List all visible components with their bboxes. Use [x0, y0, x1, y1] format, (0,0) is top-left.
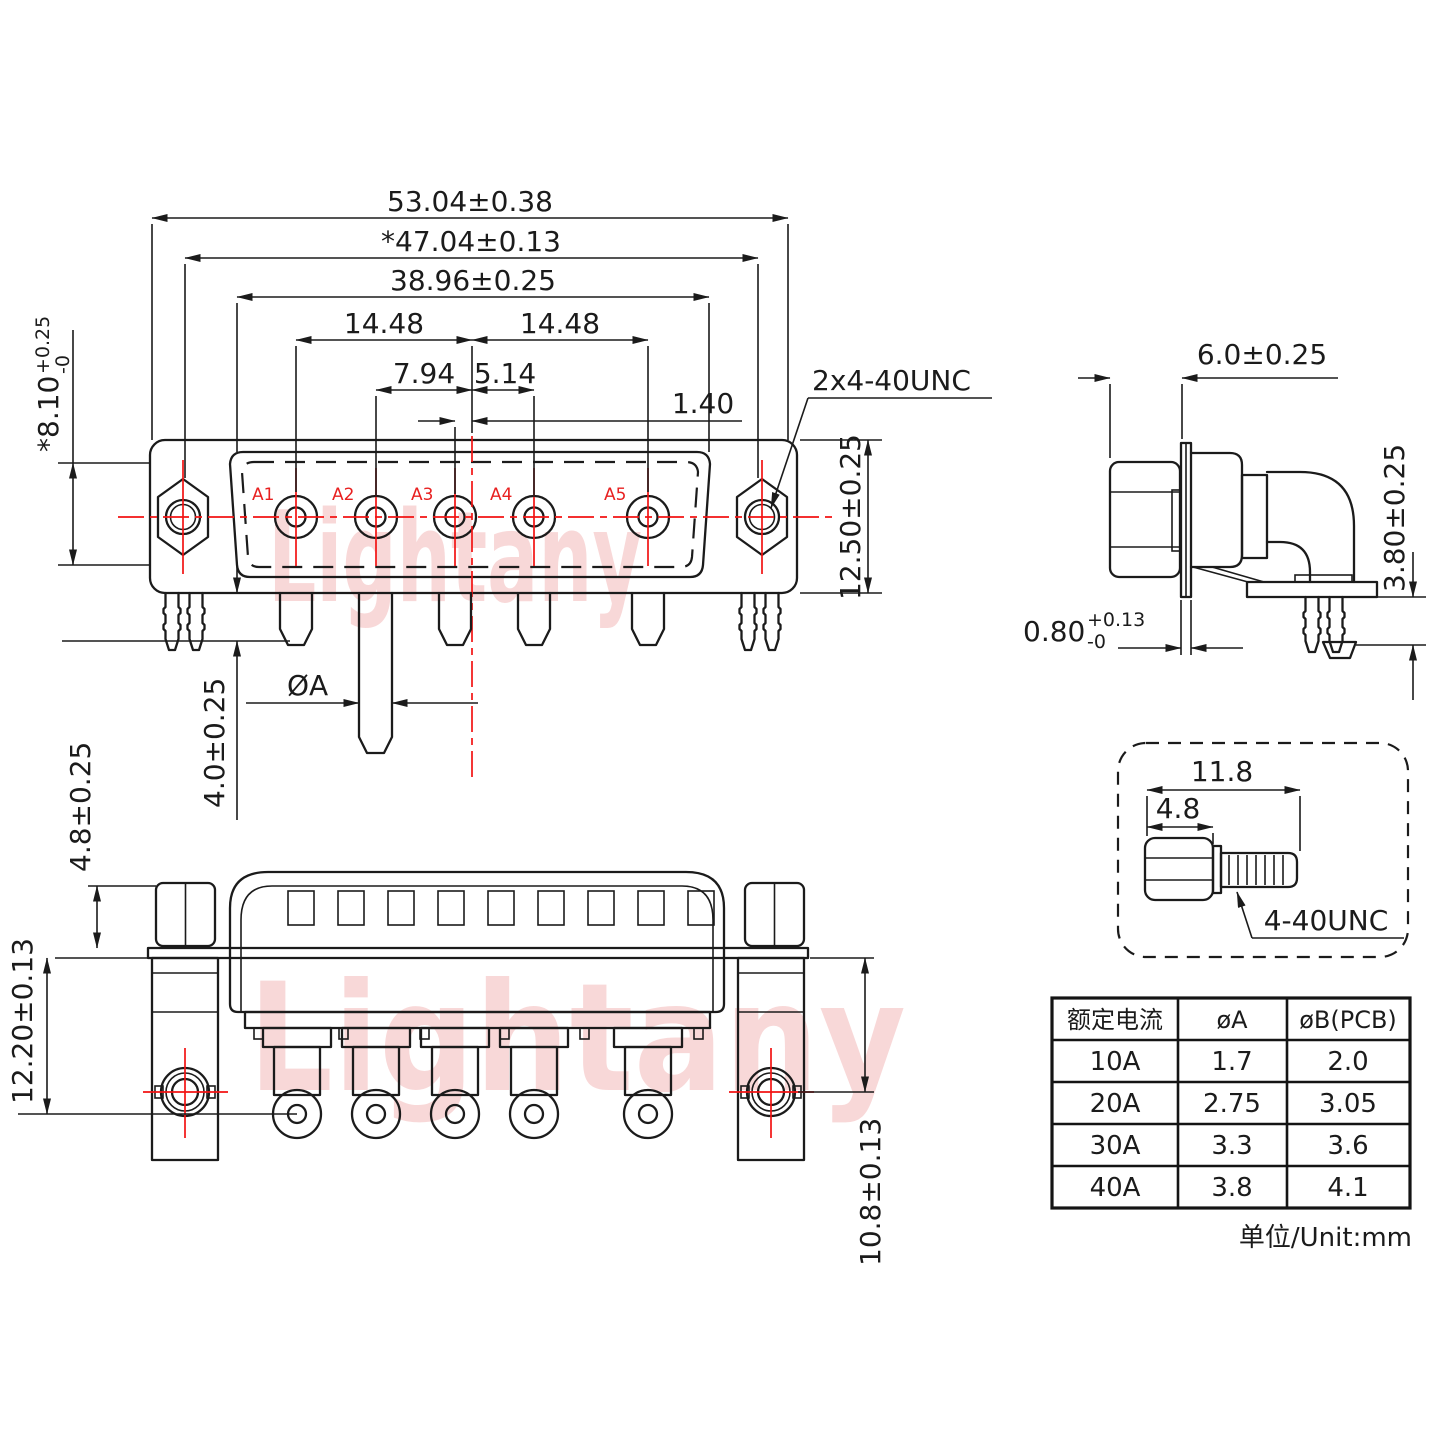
svg-text:10A: 10A [1090, 1047, 1141, 1077]
bottom-bracket-left [143, 956, 228, 1162]
side-view: 6.0±0.25 3.80±0.25 0.80 +0.13 -0 [1023, 338, 1426, 700]
table-row-40a: 40A 3.8 4.1 [1090, 1173, 1369, 1203]
spec-table: 额定电流 øA øB(PCB) 10A 1.7 2.0 20A 2.75 3.0… [1050, 996, 1412, 1253]
bottom-bracket-right [729, 956, 814, 1162]
svg-text:10.8±0.13: 10.8±0.13 [854, 1118, 887, 1266]
front-pins [162, 591, 782, 755]
side-elbow-outer [1265, 470, 1356, 584]
dim-pin-offset: 3.80±0.25 [1378, 444, 1411, 592]
bottom-teeth [287, 890, 715, 926]
dim-bracket-height: 12.20±0.13 [6, 938, 39, 1104]
svg-text:-0: -0 [1087, 631, 1106, 653]
table-header-dia-a: øA [1216, 1006, 1248, 1034]
bottom-pins [261, 1026, 684, 1140]
svg-text:12.50±0.25: 12.50±0.25 [834, 434, 867, 600]
table-column-lines [1176, 998, 1289, 1208]
svg-text:3.6: 3.6 [1327, 1131, 1368, 1161]
screw-thread-label: 4-40UNC [1264, 904, 1389, 937]
side-dimension-lines [1078, 374, 1417, 700]
bottom-mount-plate [146, 946, 810, 960]
dim-pin-tail: 4.0±0.25 [198, 678, 231, 808]
table-border [1050, 996, 1412, 1210]
dim-a2-offset: 7.94 [393, 357, 455, 390]
dim-thread-callout: 2x4-40UNC [812, 364, 971, 397]
dim-screw-head-length: 4.8 [1156, 792, 1201, 825]
dim-pitch-left: 14.48 [344, 307, 424, 340]
screw-detail: 11.8 4.8 4-40UNC [1116, 741, 1410, 959]
svg-text:3.05: 3.05 [1319, 1089, 1377, 1119]
bottom-hex-standoffs [154, 881, 806, 948]
dim-pin-height: 10.8±0.13 [854, 1118, 887, 1266]
dim-pitch-right: 14.48 [520, 307, 600, 340]
table-row-20a: 20A 2.75 3.05 [1090, 1089, 1377, 1119]
svg-text:1.7: 1.7 [1211, 1047, 1252, 1077]
svg-text:12.20±0.13: 12.20±0.13 [6, 938, 39, 1104]
dim-pin-dia: ØA [287, 669, 328, 702]
side-body [1108, 441, 1379, 660]
dim-face-width: 38.96±0.25 [390, 264, 556, 297]
bottom-body-outline [228, 870, 726, 1014]
front-view: A1 A2 A3 A4 A5 [32, 185, 992, 820]
svg-text:2.0: 2.0 [1327, 1047, 1368, 1077]
dim-body-height: 12.50±0.25 [834, 434, 867, 600]
table-header-current: 额定电流 [1067, 1006, 1163, 1034]
dsub-face-inner-dashed [240, 460, 700, 569]
svg-text:+0.13: +0.13 [1087, 609, 1145, 631]
dim-standoff-height: 4.8±0.25 [64, 742, 97, 872]
dim-overall-width: 53.04±0.38 [387, 185, 553, 218]
dim-flange-thickness: 0.80 +0.13 -0 [1023, 609, 1145, 653]
dim-mount-span: *47.04±0.13 [381, 225, 561, 258]
svg-text:30A: 30A [1090, 1131, 1141, 1161]
unit-note: 单位/Unit:mm [1239, 1223, 1412, 1253]
svg-text:4.0±0.25: 4.0±0.25 [198, 678, 231, 808]
bottom-view: 4.8±0.25 12.20±0.13 10.8±0.13 [6, 742, 887, 1266]
dim-depth: 6.0±0.25 [1197, 338, 1327, 371]
contact-label-a1: A1 [252, 485, 274, 505]
dim-screw-total-length: 11.8 [1191, 755, 1253, 788]
dim-a3-offset: 1.40 [672, 387, 734, 420]
table-row-30a: 30A 3.3 3.6 [1090, 1131, 1369, 1161]
contact-crosshairs [182, 460, 763, 574]
contact-label-a5: A5 [604, 485, 626, 505]
table-header-dia-b: øB(PCB) [1299, 1006, 1397, 1034]
table-row-lines [1052, 1038, 1410, 1168]
table-row-10a: 10A 1.7 2.0 [1090, 1047, 1369, 1077]
svg-text:4.8±0.25: 4.8±0.25 [64, 742, 97, 872]
screw-detail-border [1116, 741, 1410, 959]
bottom-dimension-lines [43, 885, 869, 1115]
svg-text:3.3: 3.3 [1211, 1131, 1252, 1161]
svg-text:40A: 40A [1090, 1173, 1141, 1203]
svg-text:3.80±0.25: 3.80±0.25 [1378, 444, 1411, 592]
svg-text:4.1: 4.1 [1327, 1173, 1368, 1203]
svg-text:20A: 20A [1090, 1089, 1141, 1119]
svg-text:0.80: 0.80 [1023, 615, 1085, 648]
front-dimension-lines [69, 214, 992, 820]
side-elbow-inner [1265, 540, 1312, 584]
svg-text:+0.25: +0.25 [32, 316, 54, 374]
contact-label-a2: A2 [332, 485, 354, 505]
svg-text:-0: -0 [52, 355, 74, 374]
dim-a4-offset: 5.14 [474, 357, 536, 390]
svg-text:*8.10: *8.10 [32, 376, 65, 452]
dim-body-top: *8.10 +0.25 -0 [32, 316, 74, 452]
screw-drawing [1143, 836, 1299, 902]
contact-label-a3: A3 [411, 485, 433, 505]
svg-text:2.75: 2.75 [1203, 1089, 1261, 1119]
svg-text:3.8: 3.8 [1211, 1173, 1252, 1203]
screw-dimension-lines [1146, 786, 1404, 939]
dsub-face-outline [228, 450, 712, 579]
contact-label-a4: A4 [490, 485, 512, 505]
